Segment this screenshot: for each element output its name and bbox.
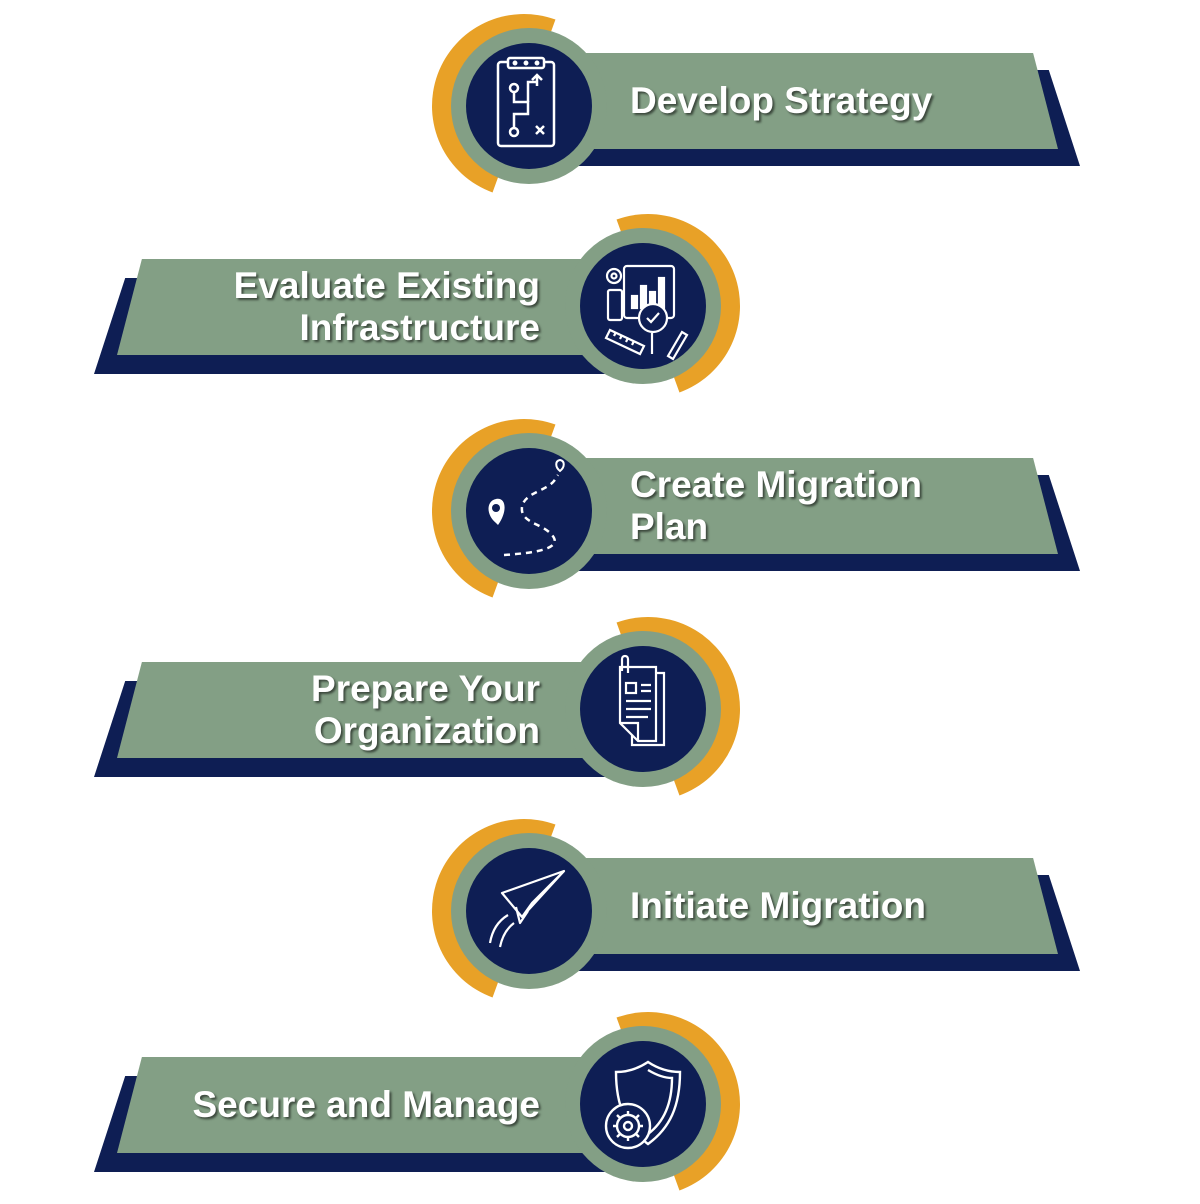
analysis-report-icon — [604, 264, 689, 361]
badge — [424, 6, 624, 206]
step-develop-strategy: Develop Strategy — [0, 0, 1200, 200]
shield-gear-icon — [604, 1060, 682, 1150]
bar — [560, 458, 1058, 554]
bar — [117, 259, 615, 355]
step-evaluate-infrastructure: Evaluate Existing Infrastructure — [0, 200, 1200, 400]
strategy-board-icon — [496, 56, 556, 148]
bar — [117, 1057, 615, 1153]
bar — [117, 662, 615, 758]
step-label: Initiate Migration — [630, 885, 926, 926]
step-initiate-migration: Initiate Migration — [0, 805, 1200, 1005]
step-label: Prepare Your Organization — [311, 668, 540, 751]
badge — [424, 811, 624, 1011]
paper-plane-icon — [488, 869, 566, 948]
step-label: Create Migration Plan — [630, 464, 922, 547]
route-map-icon — [488, 458, 565, 557]
documents-icon — [618, 654, 666, 747]
bar — [560, 858, 1058, 954]
bar — [560, 53, 1058, 149]
step-label: Secure and Manage — [192, 1084, 540, 1125]
step-create-migration-plan: Create Migration Plan — [0, 405, 1200, 605]
step-prepare-organization: Prepare Your Organization — [0, 603, 1200, 803]
badge — [548, 609, 748, 809]
step-label: Develop Strategy — [630, 80, 933, 121]
badge — [548, 206, 748, 406]
step-label: Evaluate Existing Infrastructure — [233, 265, 540, 348]
badge — [424, 411, 624, 611]
step-secure-manage: Secure and Manage — [0, 998, 1200, 1198]
badge — [548, 1004, 748, 1204]
